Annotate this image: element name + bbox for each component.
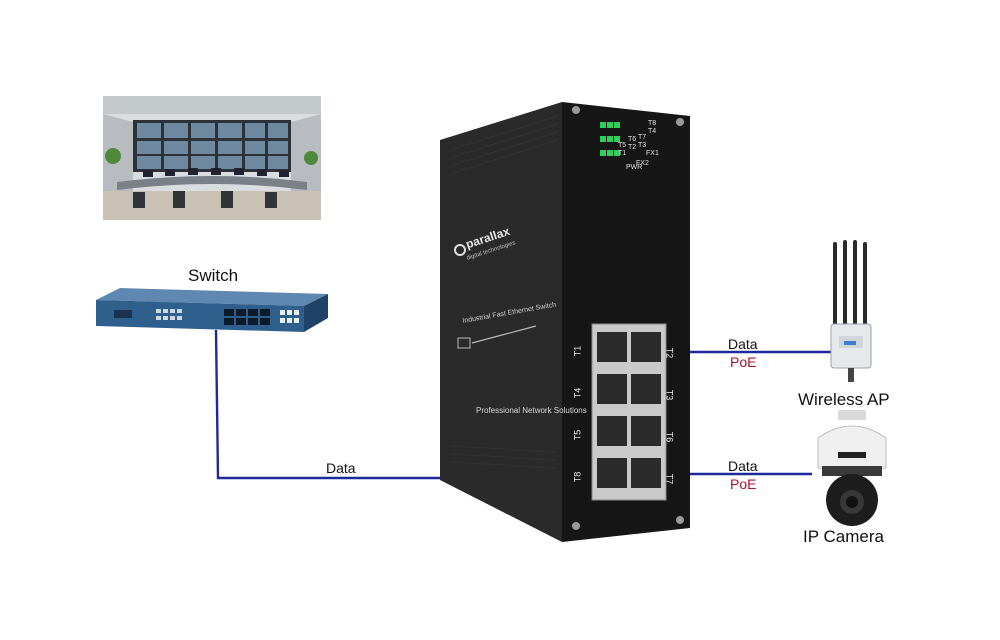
camera-link-data-label: Data	[728, 458, 758, 474]
port-label: T4	[572, 387, 583, 399]
camera-link-poe-label: PoE	[730, 476, 757, 492]
port-label: T6	[664, 431, 675, 443]
led-label: T7	[638, 134, 647, 141]
port-label: T5	[572, 429, 583, 441]
port-label: T2	[664, 347, 675, 359]
wireless-ap-label: Wireless AP	[798, 390, 890, 409]
port-label: T8	[572, 471, 583, 483]
led-label: T1	[618, 150, 627, 157]
ap-link-data-label: Data	[728, 336, 758, 352]
led-label: FX2	[636, 160, 649, 167]
led-label: T2	[628, 144, 637, 151]
industrial-switch	[440, 102, 690, 542]
control-room-image	[103, 96, 321, 220]
port-label: T3	[664, 389, 675, 401]
led-label: FX1	[646, 150, 659, 157]
led-label: T3	[638, 142, 647, 149]
wireless-ap-image	[830, 240, 872, 382]
switch-link-data-label: Data	[326, 460, 356, 476]
ip-camera-image	[817, 410, 887, 526]
led-label: T8	[648, 120, 657, 127]
port-label: T1	[572, 345, 583, 357]
led-label: PWR	[626, 164, 643, 171]
ip-camera-label: IP Camera	[803, 527, 884, 546]
rack-switch-image	[96, 288, 328, 332]
switch-slogan: Professional Network Solutions	[476, 406, 587, 415]
port-label: T7	[664, 473, 675, 485]
ap-link-poe-label: PoE	[730, 354, 757, 370]
led-label: T4	[648, 128, 657, 135]
led-label: T6	[628, 136, 637, 143]
led-label: T5	[618, 142, 627, 149]
switch-label: Switch	[188, 266, 239, 285]
